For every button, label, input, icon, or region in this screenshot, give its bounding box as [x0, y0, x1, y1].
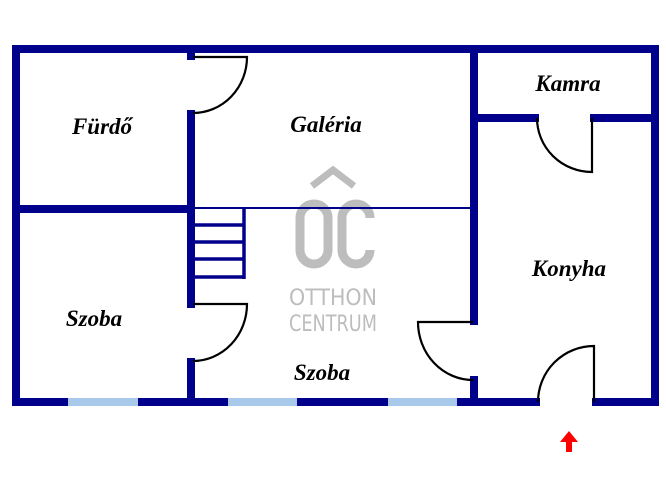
door-szoba-left — [192, 302, 249, 363]
door-kamra — [535, 117, 594, 174]
room-label-galeria: Galéria — [290, 112, 362, 137]
watermark-line2: CENTRUM — [289, 312, 377, 337]
room-label-szoba-left: Szoba — [66, 306, 122, 331]
room-label-kamra: Kamra — [534, 71, 600, 96]
door-furdo — [192, 55, 249, 115]
door-konyha — [416, 320, 474, 382]
watermark-logo-c-shape — [337, 199, 375, 269]
stairs — [193, 207, 246, 279]
watermark-line1: OTTHON — [289, 286, 377, 311]
entrance-arrow-icon — [560, 431, 578, 452]
watermark-logo-o-shape — [295, 199, 333, 269]
walls — [12, 45, 659, 406]
door-entrance — [536, 344, 596, 403]
room-label-konyha: Konyha — [531, 256, 606, 281]
room-label-furdo: Fürdő — [71, 114, 134, 139]
watermark-logo: OTTHON CENTRUM — [289, 165, 377, 337]
room-label-szoba-center: Szoba — [294, 360, 350, 385]
